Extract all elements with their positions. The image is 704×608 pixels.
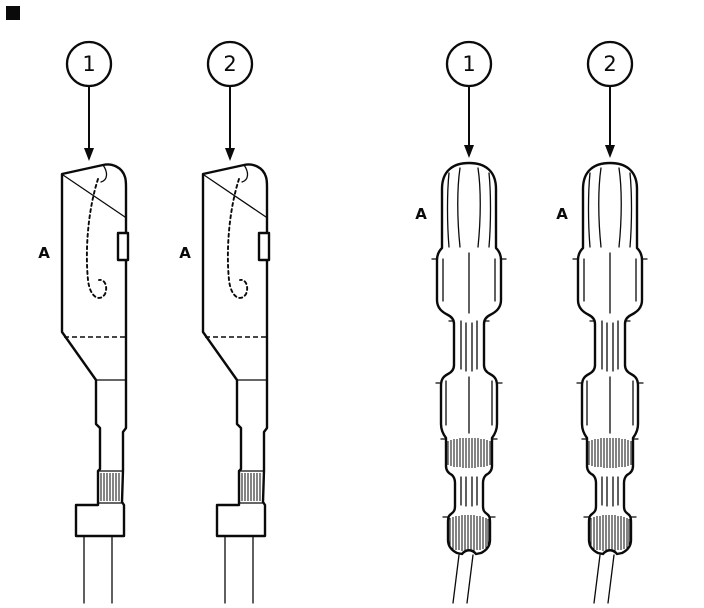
round-terminal-drawing [430, 161, 508, 605]
round-terminal-drawing [571, 161, 649, 605]
flat-terminal-item-1: 1 A [38, 40, 130, 605]
part-label: A [556, 205, 568, 223]
callout-number: 1 [462, 52, 475, 76]
flat-terminal-item-2: 2 A [179, 40, 271, 605]
part-label: A [415, 205, 427, 223]
callout-arrow [84, 86, 94, 161]
round-terminal-item-1: 1 A [415, 40, 508, 605]
page-corner-marker [6, 6, 20, 20]
callout-number: 2 [603, 52, 616, 76]
round-terminal-group: 1 A 2 A [415, 40, 649, 605]
flat-terminal-group: 1 A 2 A [38, 40, 271, 605]
callout-number: 1 [82, 52, 95, 76]
part-label: A [38, 244, 50, 262]
callout-number: 2 [223, 52, 236, 76]
callout-arrow [464, 86, 474, 158]
round-terminal-item-2: 2 A [556, 40, 649, 605]
flat-terminal-drawing [60, 163, 130, 605]
part-label: A [179, 244, 191, 262]
callout-arrow [225, 86, 235, 161]
callout-arrow [605, 86, 615, 158]
flat-terminal-drawing [201, 163, 271, 605]
